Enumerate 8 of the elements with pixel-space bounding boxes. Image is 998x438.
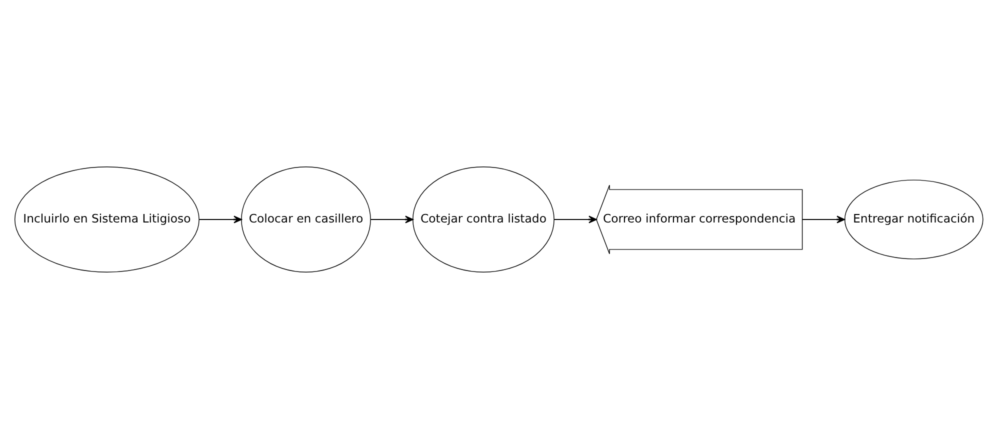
node-ellipse: Cotejar contra listado xyxy=(412,166,554,272)
node-ellipse: Incluirlo en Sistema Litigioso xyxy=(14,166,200,272)
node-ellipse: Entregar notificación xyxy=(844,179,984,259)
arrow xyxy=(370,215,414,223)
node-ellipse: Colocar en casillero xyxy=(241,166,371,272)
arrow xyxy=(802,215,845,223)
arrow xyxy=(199,215,242,223)
arrow xyxy=(554,215,597,223)
